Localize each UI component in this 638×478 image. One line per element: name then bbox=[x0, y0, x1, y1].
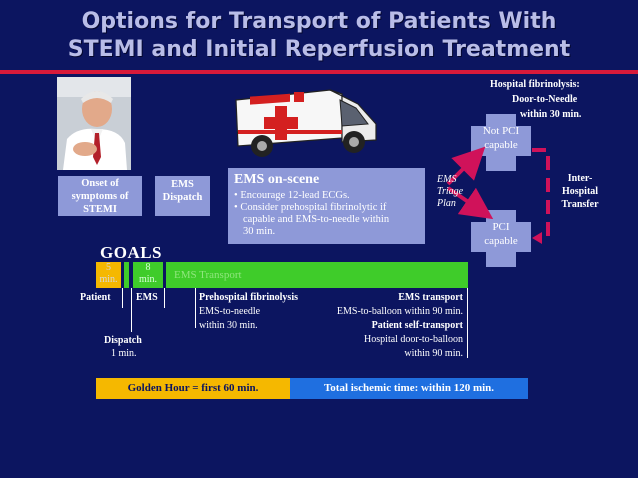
self-transport-line1: Hospital door-to-balloon bbox=[364, 334, 463, 345]
arrow-to-not-pci bbox=[446, 146, 486, 186]
hospital-fibrinolysis-line3: within 30 min. bbox=[520, 109, 582, 120]
timeline-dispatch: Dispatch bbox=[104, 335, 142, 346]
ems-dispatch-line1: EMS bbox=[171, 179, 194, 190]
golden-hour-bar: Golden Hour = first 60 min. bbox=[96, 378, 290, 399]
prehospital-line2: within 30 min. bbox=[199, 320, 258, 331]
tick-ems bbox=[164, 288, 165, 308]
prehospital-title: Prehospital fibrinolysis bbox=[199, 292, 298, 303]
timeline-dispatch-time: 1 min. bbox=[111, 348, 137, 359]
ambulance-icon bbox=[230, 86, 382, 160]
inter-hospital-label: Inter- Hospital Transfer bbox=[552, 172, 608, 211]
ems-dispatch-line2: Dispatch bbox=[162, 192, 203, 203]
self-transport-title: Patient self-transport bbox=[371, 320, 463, 331]
goal-bar-5-min: 5 min. bbox=[96, 262, 121, 288]
patient-photo bbox=[57, 77, 131, 170]
tick-patient bbox=[122, 288, 123, 308]
inter-hospital-arrow bbox=[532, 148, 550, 240]
inter-hospital-line2: Hospital bbox=[561, 186, 599, 197]
hospital-fibrinolysis-line2: Door-to-Needle bbox=[512, 94, 578, 105]
tick-hospital bbox=[467, 288, 468, 358]
pci-line2: capable bbox=[484, 235, 518, 247]
ems-dispatch-box: EMS Dispatch bbox=[155, 176, 210, 216]
prehospital-line1: EMS-to-needle bbox=[199, 306, 261, 317]
inter-hospital-line3: Transfer bbox=[561, 199, 599, 210]
goal-bar-dispatch bbox=[124, 262, 129, 288]
hospital-fibrinolysis-title: Hospital fibrinolysis: bbox=[490, 79, 580, 90]
onset-line3: STEMI bbox=[83, 204, 117, 215]
ems-onscene-bullet2c: 30 min. bbox=[243, 226, 276, 237]
inter-hospital-line1: Inter- bbox=[567, 173, 593, 184]
goal-8-value: 8 bbox=[145, 262, 151, 273]
ems-onscene-bullet1-text: Encourage 12-lead ECGs. bbox=[240, 190, 350, 201]
pci-capable-box: PCI capable bbox=[471, 210, 531, 267]
ems-onscene-box: EMS on-scene • Encourage 12-lead ECGs. •… bbox=[228, 168, 425, 244]
pci-line1: PCI bbox=[492, 221, 510, 233]
timeline-ems: EMS bbox=[136, 292, 158, 303]
onset-line2: symptoms of bbox=[71, 191, 129, 202]
ems-triage-line2: Triage bbox=[437, 186, 464, 197]
not-pci-line1: Not PCI bbox=[482, 125, 520, 137]
ems-transport-title: EMS transport bbox=[398, 292, 463, 303]
goal-bar-8-min: 8 min. bbox=[133, 262, 163, 288]
ems-onscene-bullet2: • Consider prehospital fibrinolytic if bbox=[234, 202, 387, 213]
page-title-line2: STEMI and Initial Reperfusion Treatment bbox=[67, 37, 571, 62]
goal-8-unit: min. bbox=[138, 274, 158, 285]
onset-line1: Onset of bbox=[81, 178, 119, 189]
arrow-to-pci bbox=[446, 186, 494, 220]
ems-triage-line1: EMS bbox=[437, 174, 457, 185]
self-transport-line2: within 90 min. bbox=[404, 348, 463, 359]
total-ischemic-bar: Total ischemic time: within 120 min. bbox=[290, 378, 528, 399]
onset-box: Onset of symptoms of STEMI bbox=[58, 176, 142, 216]
ems-onscene-bullet2a: Consider prehospital fibrinolytic if bbox=[240, 202, 387, 213]
ems-transport-line1: EMS-to-balloon within 90 min. bbox=[336, 306, 463, 317]
page-title-line1: Options for Transport of Patients With bbox=[81, 9, 557, 34]
ems-onscene-bullet1: • Encourage 12-lead ECGs. bbox=[234, 190, 350, 201]
goal-bar-ems-transport: EMS Transport bbox=[166, 262, 468, 288]
goal-5-unit: min. bbox=[99, 274, 118, 285]
ems-onscene-bullet2b: capable and EMS-to-needle within bbox=[243, 214, 390, 225]
tick-dispatch bbox=[131, 288, 132, 332]
tick-prehospital bbox=[195, 288, 196, 328]
ems-triage-line3: Plan bbox=[437, 198, 456, 209]
goals-label: GOALS bbox=[100, 243, 163, 262]
ems-triage-plan: EMS Triage Plan bbox=[437, 174, 477, 210]
timeline-patient: Patient bbox=[80, 292, 111, 303]
ems-onscene-heading: EMS on-scene bbox=[234, 172, 320, 187]
title-divider bbox=[0, 70, 638, 74]
not-pci-capable-box: Not PCI capable bbox=[471, 114, 531, 171]
goal-5-value: 5 bbox=[106, 262, 111, 273]
not-pci-line2: capable bbox=[484, 139, 518, 151]
